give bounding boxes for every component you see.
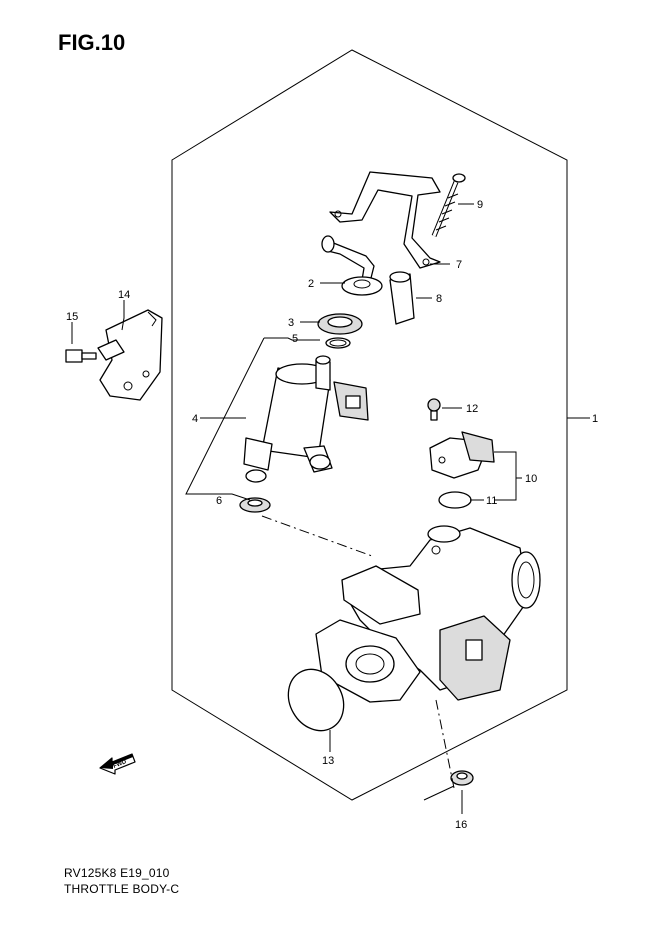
callout-5: 5 xyxy=(292,333,298,345)
assembly-outline xyxy=(171,49,568,801)
callout-10: 10 xyxy=(525,473,537,485)
throttle-sensor-part[interactable] xyxy=(429,431,495,479)
bracket-part[interactable] xyxy=(329,171,441,269)
hose-fitting-part[interactable] xyxy=(321,235,383,296)
cable-bracket-part[interactable] xyxy=(97,309,163,401)
washer-location-line xyxy=(261,515,373,557)
injector-valve-part[interactable] xyxy=(243,355,369,483)
callout-12: 12 xyxy=(466,403,478,415)
arrow-icon xyxy=(99,753,136,775)
bolt-part[interactable] xyxy=(65,349,97,363)
callout-6: 6 xyxy=(216,495,222,507)
callout-14: 14 xyxy=(118,289,130,301)
callout-4: 4 xyxy=(192,413,198,425)
o-ring-part[interactable] xyxy=(325,337,351,349)
figure-title: FIG.10 xyxy=(58,30,126,55)
callout-8: 8 xyxy=(436,293,442,305)
throttle-body-part[interactable] xyxy=(315,525,541,703)
callout-7: 7 xyxy=(456,259,462,271)
forward-direction-arrow: FWD xyxy=(99,753,136,775)
gasket-part[interactable] xyxy=(277,659,354,740)
leader-lines xyxy=(71,203,590,814)
callout-11: 11 xyxy=(486,495,497,507)
seal-part[interactable] xyxy=(317,313,363,335)
sensor-screw-part[interactable] xyxy=(427,398,441,421)
callout-13: 13 xyxy=(322,755,334,767)
nut-location-line xyxy=(435,699,455,789)
callout-9: 9 xyxy=(477,199,483,211)
callout-15: 15 xyxy=(66,311,78,323)
forward-label: FWD xyxy=(113,759,129,770)
callout-3: 3 xyxy=(288,317,294,329)
washer-part[interactable] xyxy=(239,497,271,513)
callout-16: 16 xyxy=(455,819,467,831)
callout-2: 2 xyxy=(308,278,314,290)
screw-part[interactable] xyxy=(431,173,466,237)
tube-part[interactable] xyxy=(389,271,415,325)
callout-1: 1 xyxy=(592,413,598,425)
section-name: THROTTLE BODY-C xyxy=(64,882,180,896)
sensor-o-ring-part[interactable] xyxy=(438,491,472,509)
nut-part[interactable] xyxy=(450,770,474,786)
model-code: RV125K8 E19_010 xyxy=(64,866,170,880)
